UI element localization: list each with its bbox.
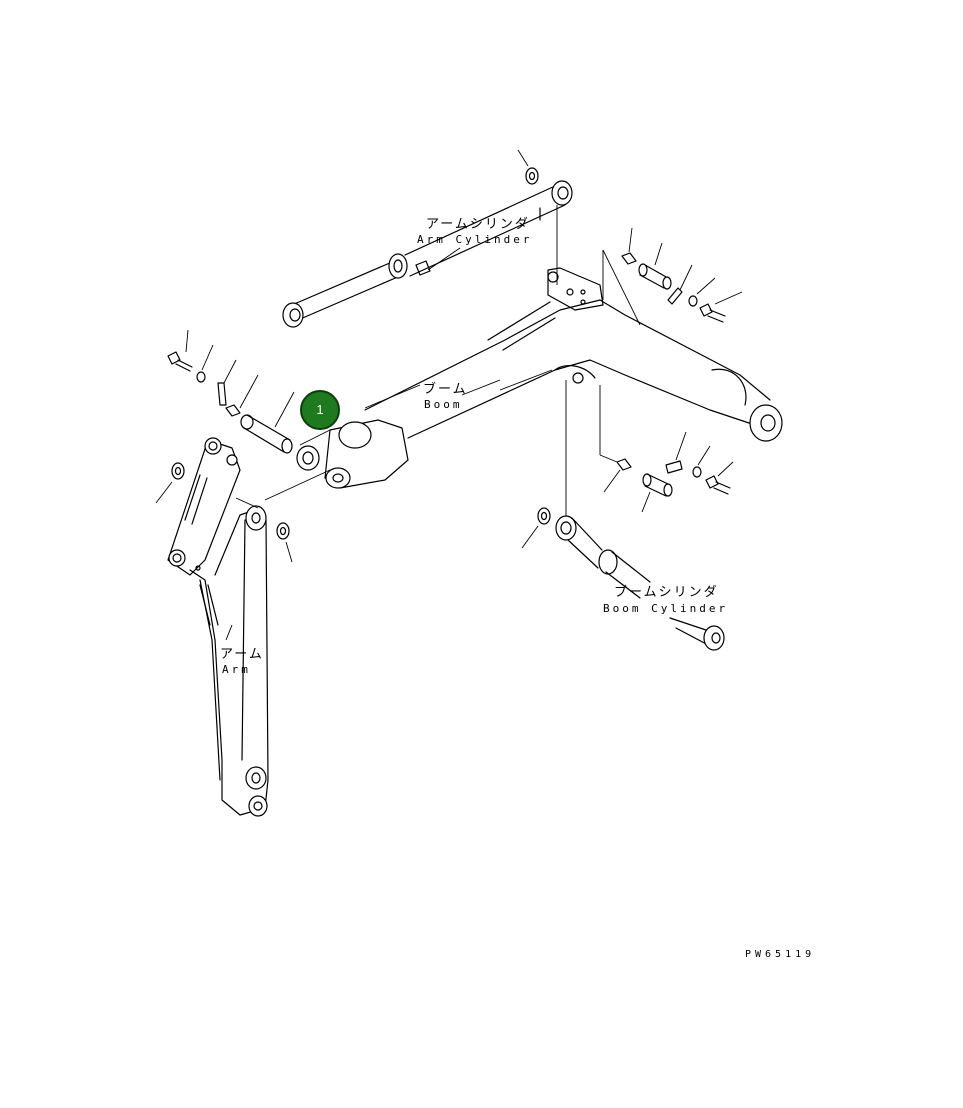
left-pin-group-drawing xyxy=(167,329,295,454)
drawing-code: PW65119 xyxy=(745,949,816,960)
arm-drawing xyxy=(155,437,331,817)
boom-label-en: Boom xyxy=(424,398,463,411)
boom-cylinder-drawing xyxy=(521,507,725,651)
arm-cylinder-label-jp: アームシリンダ xyxy=(426,217,530,232)
boom-cylinder-label-en: Boom Cylinder xyxy=(603,602,729,615)
boom-label-jp: ブーム xyxy=(423,382,468,397)
arm-cylinder-label-en: Arm Cylinder xyxy=(417,233,533,246)
arm-label-en: Arm xyxy=(222,663,251,676)
arm-cylinder-drawing xyxy=(282,149,573,328)
arm-label-jp: アーム xyxy=(220,647,264,662)
boom-cylinder-label-jp: ブームシリンダ xyxy=(614,585,719,600)
callout-marker-1[interactable]: 1 xyxy=(300,390,340,430)
lower-right-pin-group-drawing xyxy=(599,431,734,513)
upper-right-pin-group-drawing xyxy=(621,227,743,323)
boom-drawing xyxy=(296,249,783,520)
